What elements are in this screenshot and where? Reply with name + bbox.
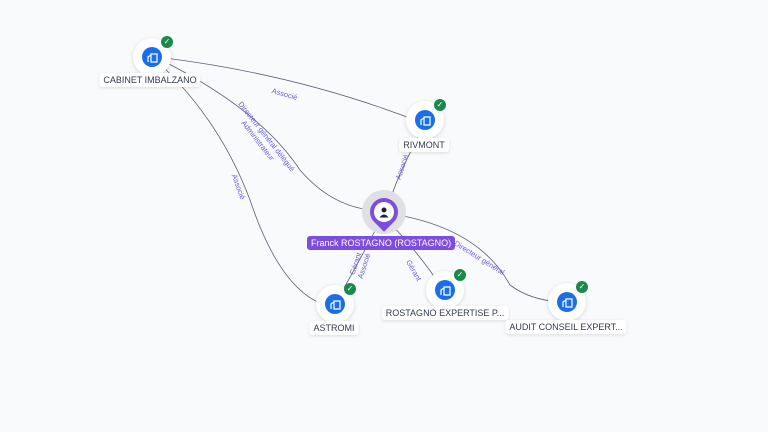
- edge-cabinet-rivmont: [164, 57, 421, 123]
- edge-cabinet-center: [164, 61, 371, 211]
- company-icon: [435, 280, 455, 300]
- node-label[interactable]: CABINET IMBALZANO: [99, 73, 201, 87]
- verified-check-icon: ✓: [576, 281, 588, 293]
- company-icon: [557, 292, 577, 312]
- company-icon: [415, 110, 435, 130]
- edge-center-audit: [397, 214, 561, 303]
- company-node-rostagno-expertise[interactable]: ✓: [426, 269, 466, 309]
- company-node-cabinet-imbalzano[interactable]: ✓: [133, 36, 173, 76]
- node-label[interactable]: RIVMONT: [399, 138, 449, 152]
- person-label[interactable]: Franck ROSTAGNO (ROSTAGNO): [307, 236, 456, 250]
- person-node[interactable]: [362, 190, 406, 234]
- company-node-astromi[interactable]: ✓: [316, 283, 356, 323]
- company-node-rivmont[interactable]: ✓: [406, 99, 446, 139]
- edge-cabinet-astromi: [157, 61, 326, 306]
- node-label[interactable]: AUDIT CONSEIL EXPERT...: [505, 320, 627, 334]
- verified-check-icon: ✓: [454, 269, 466, 281]
- company-node-audit-conseil[interactable]: ✓: [548, 281, 588, 321]
- node-label[interactable]: ASTROMI: [309, 321, 359, 335]
- verified-check-icon: ✓: [434, 99, 446, 111]
- verified-check-icon: ✓: [161, 36, 173, 48]
- company-icon: [142, 47, 162, 67]
- verified-check-icon: ✓: [344, 283, 356, 295]
- company-icon: [325, 294, 345, 314]
- person-icon: [374, 202, 394, 222]
- node-label[interactable]: ROSTAGNO EXPERTISE P...: [381, 306, 509, 320]
